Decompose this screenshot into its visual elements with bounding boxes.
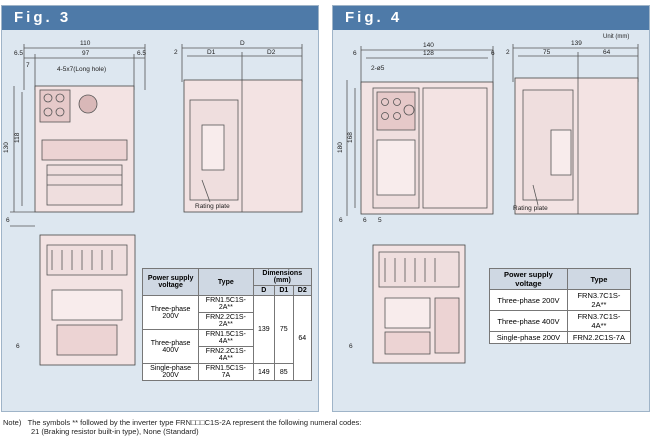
fig4-front-view (346, 46, 494, 216)
note-label: Note) (3, 418, 22, 427)
dim-180: 180 (337, 142, 344, 153)
table-row: Three-phase 200V FRN3.7C1S-2A** (489, 289, 632, 311)
fig3-voltage-1: Three-phase 200V (141, 295, 200, 330)
dim-128: 128 (423, 50, 434, 57)
unit-label: Unit (mm) (603, 34, 629, 40)
dim-140: 140 (423, 42, 434, 49)
fig3-side-labels: D D1 D2 2 Rating plate (174, 40, 276, 210)
fig4-dim-labels: 140 128 6 6 2-ø5 180 168 6 6 5 (337, 42, 495, 224)
dim-6-bottom: 6 (6, 217, 10, 224)
fig3-D-149: 149 (252, 363, 276, 381)
fig4-type-2: FRN3.7C1S-4A** (566, 310, 632, 332)
fig3-dim-labels: 110 97 6.5 6.5 7 4-5x7(Long hole) 130 11… (3, 40, 146, 224)
fig4-side-labels: 139 75 64 2 Rating plate (506, 40, 611, 212)
fig3-D1-85: 85 (274, 363, 294, 381)
table-row: Three-phase 200V FRN1.5C1S-2A** 139 75 6… (141, 295, 313, 381)
dim-2: 2 (174, 49, 178, 56)
fig4-drawings: Unit (mm) 140 128 6 6 2-ø5 180 168 6 6 5 (337, 34, 639, 364)
fig4-title: Fig. 4 (333, 6, 649, 30)
fig3-th-type: Type (198, 268, 254, 296)
fig3-D1-75: 75 (274, 295, 294, 364)
fig4-voltage-2: Three-phase 400V (489, 310, 568, 332)
dim-7: 7 (26, 62, 30, 69)
table-row: Single-phase 200V FRN2.2C1S-7A (489, 331, 632, 344)
dim-64: 64 (603, 49, 611, 56)
fig3-side-view (181, 44, 303, 213)
fig3-type-3: FRN1.5C1S-7A (198, 363, 254, 381)
fig4-th-type: Type (566, 268, 632, 290)
fig4-type-1: FRN3.7C1S-2A** (566, 289, 632, 311)
dim-6-bottom: 6 (339, 217, 343, 224)
fig3-th-voltage: Power supply voltage (141, 268, 200, 296)
fig4-voltage-3: Single-phase 200V (489, 331, 568, 344)
table-row: Three-phase 400V FRN3.7C1S-4A** (489, 310, 632, 332)
fig3-th-D: D (252, 285, 276, 296)
dim-6-base: 6 (363, 217, 367, 224)
fig3-drawings: 110 97 6.5 6.5 7 4-5x7(Long hole) 130 11… (3, 40, 303, 366)
dim-130: 130 (3, 142, 10, 153)
note-line2: 21 (Braking resistor built-in type), Non… (31, 427, 199, 436)
note-line1: The symbols ** followed by the inverter … (27, 418, 362, 427)
fig3-bottom-view (39, 234, 136, 366)
dim-long-hole: 4-5x7(Long hole) (57, 66, 106, 73)
fig3-front-view (10, 44, 146, 227)
fig3-D-139: 139 (252, 295, 276, 364)
fig3-panel: Fig. 3 110 97 6.5 6.5 7 4-5x7(Long h (1, 5, 319, 412)
fig4-type-3: FRN2.2C1S-7A (566, 331, 632, 344)
dim-118: 118 (14, 132, 21, 143)
dim-168: 168 (347, 132, 354, 143)
dim-110: 110 (80, 40, 91, 47)
fig3-voltage-3: Single-phase 200V (141, 363, 200, 381)
fig3-type-2b: FRN2.2C1S-4A** (198, 346, 254, 364)
fig3-type-2a: FRN1.5C1S-4A** (198, 329, 254, 347)
fig4-th-voltage: Power supply voltage (489, 268, 568, 290)
rating-plate-label: Rating plate (513, 205, 548, 212)
dim-hole: 2-ø5 (371, 65, 385, 72)
dim-6-left: 6 (353, 50, 357, 57)
fig3-table: Power supply voltage Type Dimensions (mm… (141, 268, 313, 381)
fig4-side-view (512, 44, 639, 215)
dim-6-bottom-view: 6 (349, 343, 353, 350)
fig3-title: Fig. 3 (2, 6, 318, 30)
dim-2: 2 (506, 49, 510, 56)
fig3-D2-64: 64 (292, 295, 313, 381)
fig3-th-D1: D1 (274, 285, 294, 296)
fig4-voltage-1: Three-phase 200V (489, 289, 568, 311)
fig4-bottom-view (372, 244, 466, 364)
fig3-type-1a: FRN1.5C1S-2A** (198, 295, 254, 313)
dim-D1: D1 (207, 49, 216, 56)
fig3-th-D2: D2 (292, 285, 313, 296)
footnote: Note) The symbols ** followed by the inv… (3, 418, 361, 436)
dim-6-5-left: 6.5 (14, 50, 23, 57)
dim-5: 5 (378, 217, 382, 224)
dim-6-right: 6 (491, 50, 495, 57)
dim-97: 97 (82, 50, 90, 57)
dim-D2: D2 (267, 49, 276, 56)
fig3-type-1b: FRN2.2C1S-2A** (198, 312, 254, 330)
fig4-panel: Fig. 4 Unit (mm) 140 128 6 6 2-ø5 180 16… (332, 5, 650, 412)
fig4-table: Power supply voltage Type Three-phase 20… (489, 268, 632, 344)
rating-plate-label: Rating plate (195, 203, 230, 210)
table-row: Single-phase 200V FRN1.5C1S-7A 149 85 (141, 363, 312, 381)
dim-75: 75 (543, 49, 551, 56)
dim-6-bottom-view: 6 (16, 343, 20, 350)
dim-139: 139 (571, 40, 582, 47)
dim-6-5-right: 6.5 (137, 50, 146, 57)
table-row: Three-phase 400V FRN1.5C1S-4A** (141, 329, 312, 364)
dim-D: D (240, 40, 245, 47)
fig3-th-dims: Dimensions (mm) (252, 268, 313, 286)
fig3-voltage-2: Three-phase 400V (141, 329, 200, 364)
